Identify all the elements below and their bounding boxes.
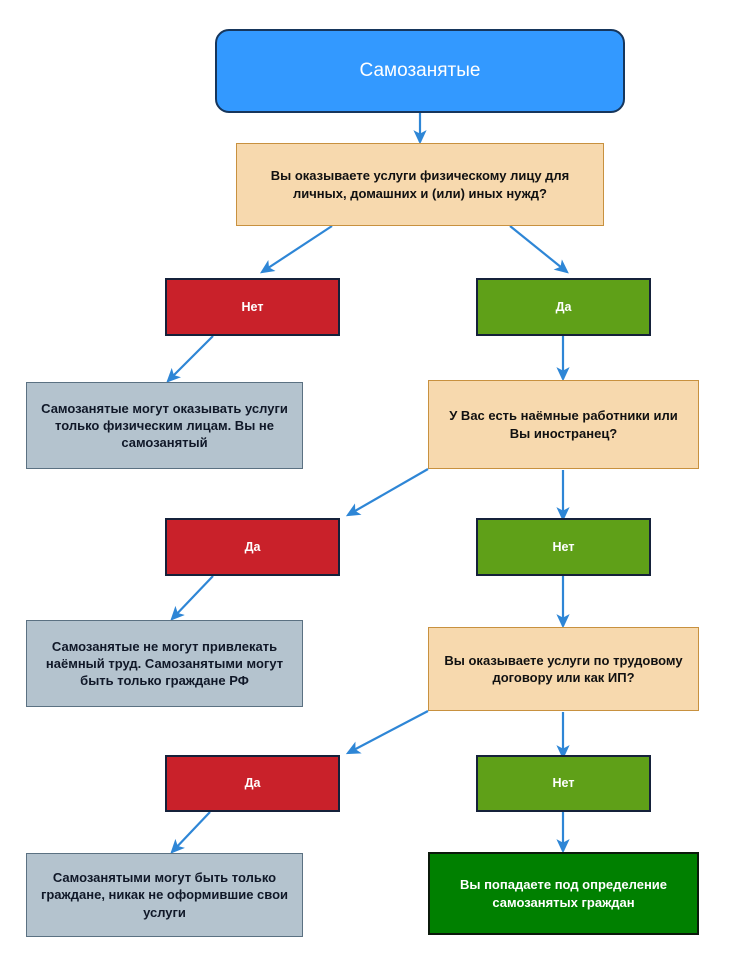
arrow-yes2-to-outcome2 bbox=[170, 575, 214, 621]
arrow-q1-to-yes bbox=[509, 225, 569, 274]
arrow-q1-to-no bbox=[259, 225, 333, 274]
node-outcome-final-label: Вы попадаете под определение самозанятых… bbox=[459, 877, 668, 910]
node-outcome-2[interactable]: Самозанятые не могут привлекать наёмный … bbox=[26, 620, 303, 707]
node-answer-yes-1[interactable]: Да bbox=[476, 278, 651, 336]
node-answer-yes-3[interactable]: Да bbox=[165, 755, 340, 812]
node-outcome-1-label: Самозанятые могут оказывать услуги тольк… bbox=[41, 400, 288, 451]
node-answer-no-2-label: Нет bbox=[552, 539, 575, 554]
arrow-q2-to-yes bbox=[345, 468, 429, 517]
node-answer-no-3[interactable]: Нет bbox=[476, 755, 651, 812]
node-question-3[interactable]: Вы оказываете услуги по трудовому догово… bbox=[428, 627, 699, 711]
node-outcome-2-label: Самозанятые не могут привлекать наёмный … bbox=[45, 638, 284, 689]
node-title[interactable]: Самозанятые bbox=[215, 29, 625, 113]
arrow-no-to-outcome1 bbox=[166, 335, 214, 383]
node-answer-no-1-label: Нет bbox=[241, 299, 264, 314]
node-answer-yes-3-label: Да bbox=[244, 776, 261, 791]
node-question-2[interactable]: У Вас есть наёмные работники или Вы инос… bbox=[428, 380, 699, 469]
node-title-label: Самозанятые bbox=[359, 60, 481, 82]
node-question-2-label: У Вас есть наёмные работники или Вы инос… bbox=[449, 408, 678, 441]
node-outcome-1[interactable]: Самозанятые могут оказывать услуги тольк… bbox=[26, 382, 303, 469]
node-answer-no-1[interactable]: Нет bbox=[165, 278, 340, 336]
node-outcome-3[interactable]: Самозанятыми могут быть только граждане,… bbox=[26, 853, 303, 937]
node-outcome-final[interactable]: Вы попадаете под определение самозанятых… bbox=[428, 852, 699, 935]
node-question-1[interactable]: Вы оказываете услуги физическому лицу дл… bbox=[236, 143, 604, 226]
node-answer-yes-2-label: Да bbox=[244, 539, 261, 554]
arrow-yes3-to-outcome3 bbox=[170, 811, 211, 854]
node-answer-yes-1-label: Да bbox=[555, 299, 572, 314]
node-answer-no-3-label: Нет bbox=[552, 776, 575, 791]
arrow-q3-to-yes bbox=[345, 710, 429, 755]
node-answer-yes-2[interactable]: Да bbox=[165, 518, 340, 576]
node-outcome-3-label: Самозанятыми могут быть только граждане,… bbox=[40, 870, 289, 920]
node-question-3-label: Вы оказываете услуги по трудовому догово… bbox=[444, 652, 683, 685]
node-answer-no-2[interactable]: Нет bbox=[476, 518, 651, 576]
node-question-1-label: Вы оказываете услуги физическому лицу дл… bbox=[270, 168, 570, 201]
